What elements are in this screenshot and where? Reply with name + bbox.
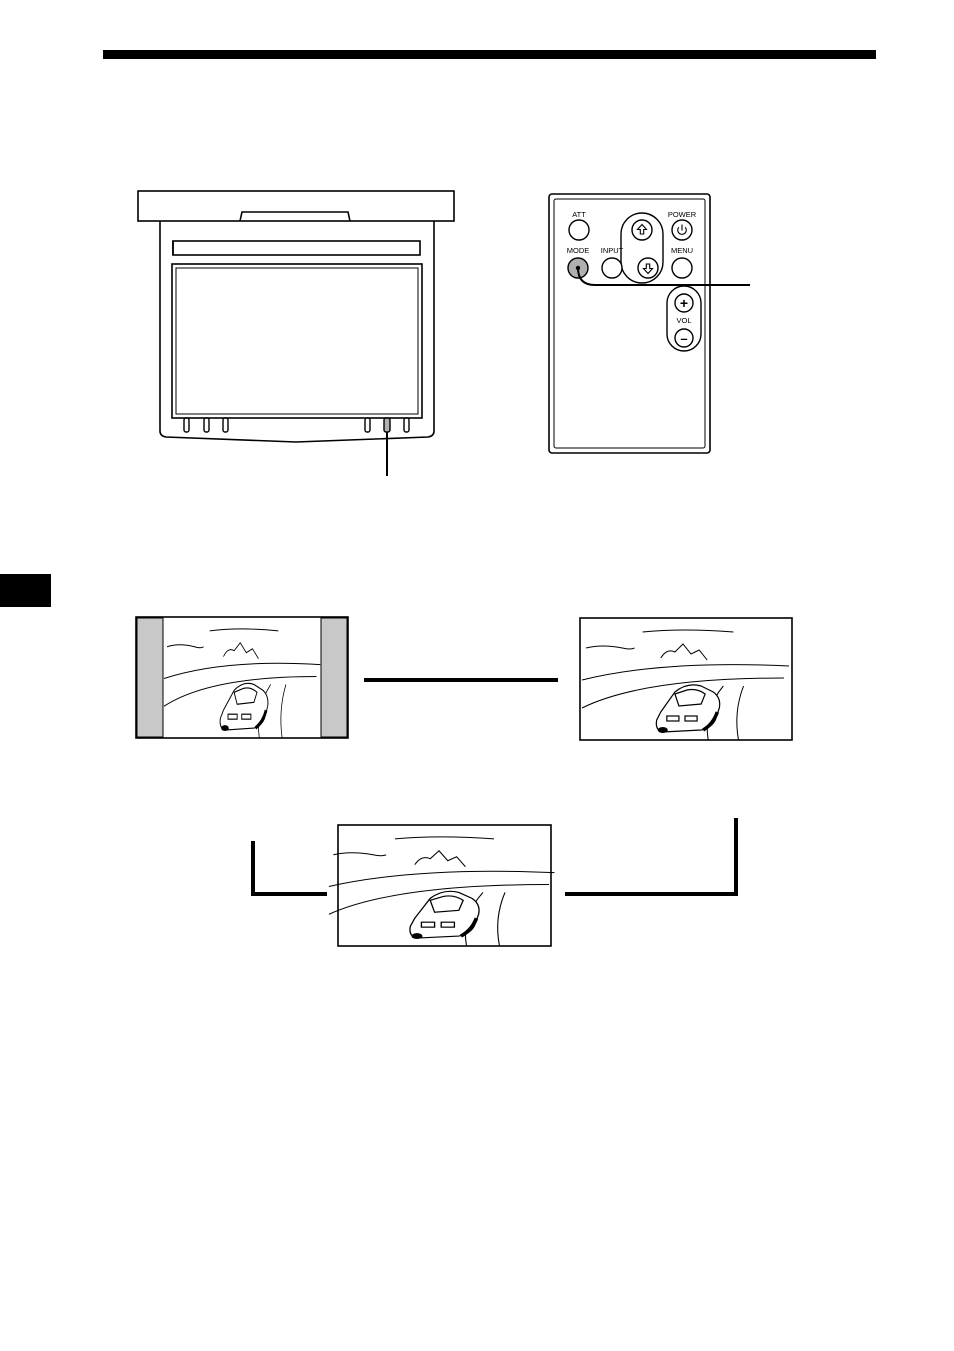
screen-mode-zoom-frame xyxy=(329,825,555,946)
mode-arrow-3 xyxy=(253,841,327,894)
screen-mode-full-frame xyxy=(580,618,792,740)
right-side-bar xyxy=(321,618,347,737)
mode-arrow-2 xyxy=(565,818,736,894)
left-side-bar xyxy=(137,618,163,737)
screen-mode-normal-frame xyxy=(136,617,348,738)
